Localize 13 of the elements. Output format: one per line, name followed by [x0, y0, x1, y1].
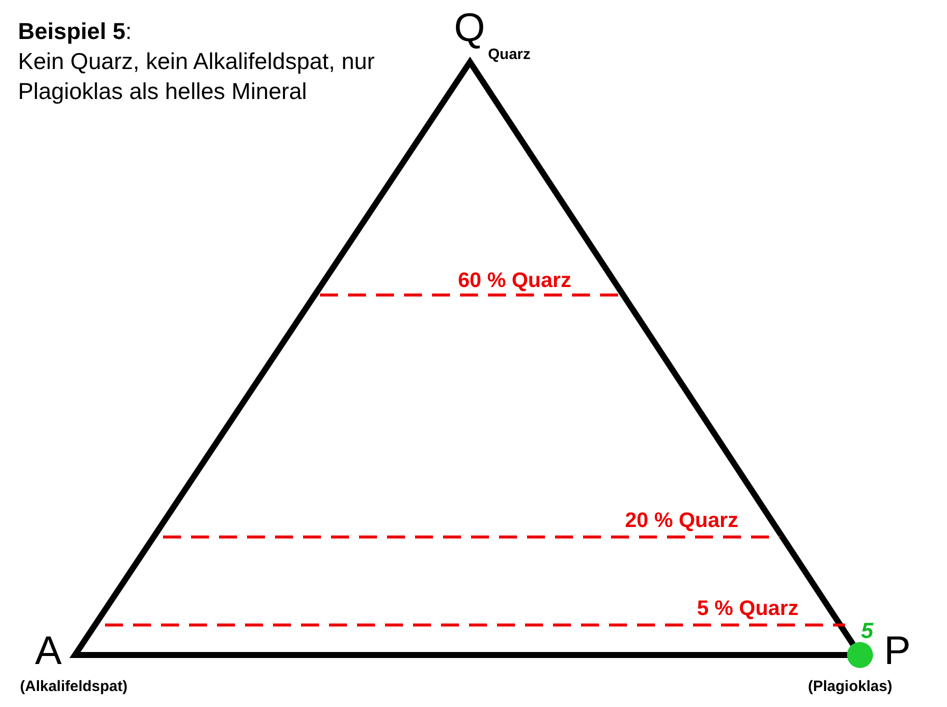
vertex-label: Q [454, 4, 486, 52]
data-point [847, 642, 873, 668]
level-label: 60 % Quarz [458, 268, 572, 294]
description-text: Kein Quarz, kein Alkalifeldspat, nur Plagioklas als helles Mineral [18, 47, 376, 106]
heading: Beispiel 5: [18, 17, 132, 46]
vertex-label: A [35, 627, 62, 675]
vertex-caption: Quarz [488, 45, 531, 65]
point-label: 5 [861, 617, 874, 645]
vertex-caption: (Plagioklas) [808, 677, 892, 697]
level-label: 20 % Quarz [625, 508, 738, 534]
vertex-label: P [884, 627, 911, 675]
vertex-caption: (Alkalifeldspat) [20, 677, 128, 697]
level-label: 5 % Quarz [697, 596, 799, 622]
